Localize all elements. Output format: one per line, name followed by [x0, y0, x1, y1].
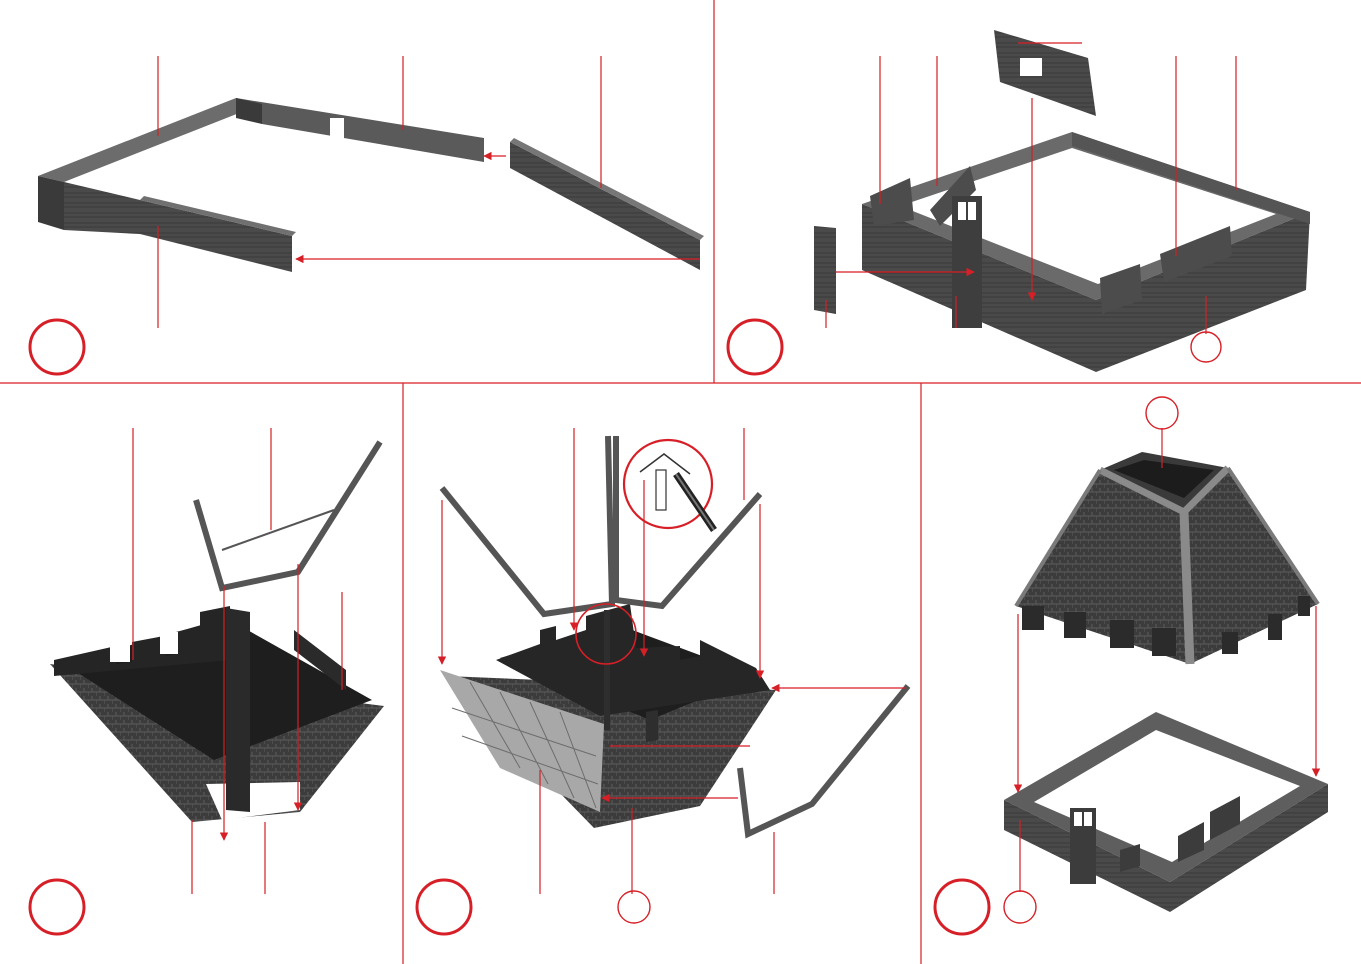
finished-roof	[1016, 452, 1318, 664]
step-circle-4	[417, 880, 471, 934]
gable-frame-part	[196, 442, 380, 588]
door-panel	[814, 226, 836, 314]
step-circle-5	[935, 880, 989, 934]
panel-2	[728, 30, 1310, 374]
callout-circle-4a	[618, 891, 650, 923]
step-circle-2	[728, 320, 782, 374]
panel-4	[417, 428, 908, 934]
wall-segment-back	[236, 98, 484, 162]
finished-base	[1004, 712, 1328, 912]
callout-circle-5a	[1146, 397, 1178, 429]
frame-part-bottom	[740, 686, 908, 834]
callout-circle-2a	[1191, 332, 1221, 362]
wall-segment-right	[510, 138, 704, 270]
panel-1	[30, 56, 704, 374]
step-circle-3	[30, 880, 84, 934]
base-door	[1070, 808, 1096, 884]
step-circle-1	[30, 320, 84, 374]
detail-magnifier	[624, 440, 714, 530]
door-notch	[330, 118, 344, 140]
callout-circle-5b	[1004, 891, 1036, 923]
assembled-base-walls	[862, 132, 1310, 372]
panel-1-leaders	[158, 56, 700, 328]
frame-part-left	[442, 436, 612, 614]
panel-3	[30, 428, 384, 934]
wall-segment-front	[140, 196, 296, 272]
panel-5	[935, 397, 1328, 934]
